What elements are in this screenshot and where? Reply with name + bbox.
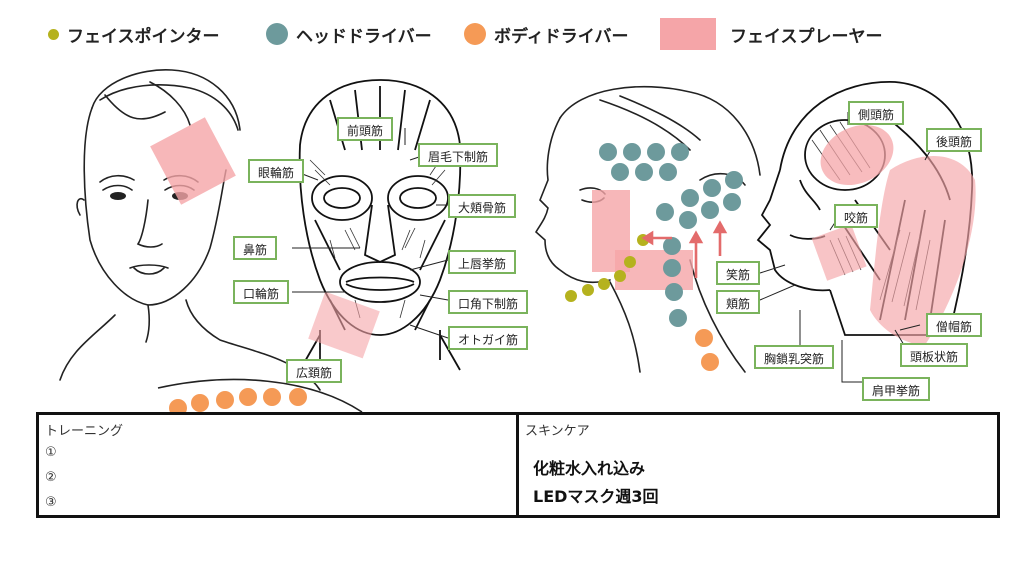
training-title: トレーニング bbox=[45, 424, 124, 439]
legend-face-player: フェイスプレーヤー bbox=[660, 16, 883, 52]
training-item-2: ② bbox=[45, 470, 57, 485]
training-item-1: ① bbox=[45, 445, 57, 460]
legend-body-driver: ボディドライバー bbox=[464, 16, 628, 52]
legend-face-player-label: フェイスプレーヤー bbox=[730, 26, 883, 47]
face-player-zone-masseter bbox=[811, 224, 867, 281]
head-driver-dots-side bbox=[599, 143, 743, 327]
label-sternocleidomastoid: 胸鎖乳突筋 bbox=[754, 345, 835, 369]
label-occipitalis: 後頭筋 bbox=[926, 128, 983, 152]
skincare-item-1: 化粧水入れ込み bbox=[533, 459, 646, 478]
face-player-zone-forehead bbox=[150, 117, 236, 205]
left-eye-icon bbox=[110, 192, 126, 200]
label-orbicularis-oculi: 眼輪筋 bbox=[248, 159, 305, 183]
upward-arrows bbox=[641, 220, 728, 278]
face-player-zone-neck bbox=[308, 291, 380, 359]
label-temporalis: 側頭筋 bbox=[848, 101, 905, 125]
label-masseter: 咬筋 bbox=[834, 204, 879, 228]
woman-front-face-drawing bbox=[59, 69, 321, 391]
label-nasalis: 鼻筋 bbox=[233, 236, 278, 260]
body-driver-dots-shoulder bbox=[169, 388, 307, 415]
label-corrugator: 眉毛下制筋 bbox=[418, 143, 499, 167]
label-trapezius: 僧帽筋 bbox=[926, 313, 983, 337]
label-zygomaticus-major: 大頬骨筋 bbox=[448, 194, 517, 218]
front-muscle-hatching bbox=[309, 159, 446, 319]
legend-head-driver: ヘッドドライバー bbox=[266, 16, 432, 52]
shoulder-line bbox=[157, 378, 363, 413]
label-orbicularis-oris: 口輪筋 bbox=[233, 280, 290, 304]
face-player-zone-temporal bbox=[820, 124, 894, 186]
body-driver-dot-icon bbox=[464, 23, 486, 45]
label-risorius: 笑筋 bbox=[716, 261, 761, 285]
head-driver-dot-icon bbox=[266, 23, 288, 45]
face-player-zone-back-neck bbox=[870, 156, 976, 345]
legend-body-driver-label: ボディドライバー bbox=[494, 26, 629, 47]
body-driver-dots-neck bbox=[695, 329, 719, 371]
face-massage-diagram bbox=[59, 69, 976, 415]
skincare-item-2: LEDマスク週3回 bbox=[533, 487, 659, 506]
label-levator-labii: 上唇挙筋 bbox=[448, 250, 517, 274]
legend-head-driver-label: ヘッドドライバー bbox=[296, 26, 432, 47]
face-player-zone-jaw bbox=[615, 250, 693, 290]
face-pointer-dot-icon bbox=[48, 28, 59, 40]
skincare-title: スキンケア bbox=[525, 424, 590, 439]
label-frontalis: 前頭筋 bbox=[337, 117, 394, 141]
label-levator-scapulae: 肩甲挙筋 bbox=[862, 377, 931, 401]
training-column: トレーニング ① ② ③ bbox=[39, 415, 519, 515]
label-splenius: 頭板状筋 bbox=[900, 343, 969, 367]
woman-side-profile-drawing bbox=[534, 85, 761, 373]
face-pointer-dots-jaw bbox=[565, 234, 649, 302]
label-depressor-anguli: 口角下制筋 bbox=[448, 290, 529, 314]
notes-table: トレーニング ① ② ③ スキンケア 化粧水入れ込み LEDマスク週3回 bbox=[36, 412, 1000, 518]
face-player-swatch-icon bbox=[660, 18, 716, 50]
label-buccinator: 頬筋 bbox=[716, 290, 761, 314]
legend-face-pointer: フェイスポインター bbox=[48, 16, 220, 52]
label-mentalis: オトガイ筋 bbox=[448, 326, 529, 350]
training-item-3: ③ bbox=[45, 495, 57, 510]
skincare-column: スキンケア 化粧水入れ込み LEDマスク週3回 bbox=[519, 415, 997, 515]
legend-face-pointer-label: フェイスポインター bbox=[67, 26, 220, 47]
label-platysma: 広頚筋 bbox=[286, 359, 343, 383]
legend: フェイスポインター ヘッドドライバー ボディドライバー フェイスプレーヤー bbox=[40, 16, 940, 52]
